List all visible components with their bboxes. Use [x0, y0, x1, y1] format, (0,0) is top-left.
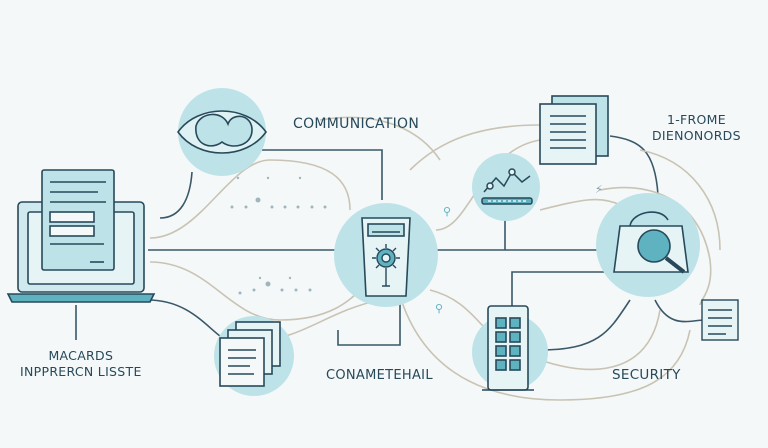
report-document-icon [539, 95, 609, 165]
small-document-icon [701, 299, 739, 341]
server-tower-icon [472, 305, 548, 391]
floating-glyphs: ⚲ ⚲ ⚡ [435, 183, 603, 315]
dotted-decorations [230, 176, 327, 295]
frome-label-line2: DIENONORDS [652, 128, 741, 143]
macards-label-line2: INPPRERCN LISSTE [20, 364, 142, 379]
eye-icon [177, 88, 267, 176]
connection-label: CONAMETEHAIL [326, 368, 433, 383]
gear-icon [372, 244, 400, 287]
laptop-icon [6, 169, 156, 303]
svg-text:⚲: ⚲ [435, 302, 443, 315]
documents-icon [214, 316, 294, 396]
svg-text:⚲: ⚲ [443, 205, 451, 218]
security-label: SECURITY [612, 367, 681, 383]
magnifier-icon [596, 193, 700, 297]
macards-label-line1: MACARDS [48, 348, 114, 363]
frome-label: 1-FROME DIENONORDS [652, 112, 741, 144]
macards-label: MACARDS INPPRERCN LISSTE [20, 348, 142, 380]
tools-icon [472, 153, 540, 221]
communication-label: COMMUNICATION [293, 116, 420, 132]
svg-text:⚡: ⚡ [595, 183, 603, 196]
frome-label-line1: 1-FROME [666, 112, 726, 127]
